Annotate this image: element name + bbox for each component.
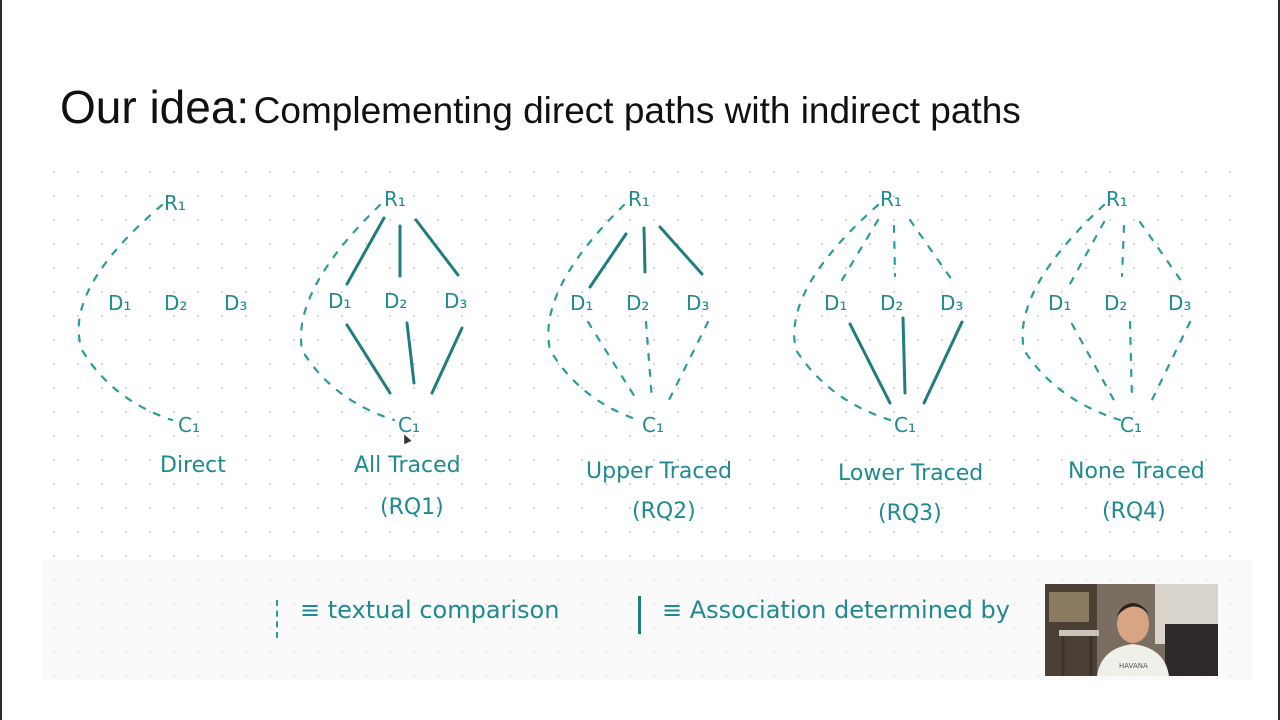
node-d2: D₂ (880, 291, 903, 315)
node-d3: D₃ (1168, 291, 1191, 315)
node-r1: R₁ (164, 191, 186, 215)
edge-r1-d3-dashed (1140, 222, 1182, 282)
edge-r1-d2 (644, 228, 645, 272)
node-d2: D₂ (626, 291, 649, 315)
node-d2: D₂ (164, 291, 187, 315)
edge-r1-d3 (416, 220, 458, 275)
diagram-rq: (RQ4) (1102, 499, 1166, 524)
node-r1: R₁ (1106, 187, 1128, 211)
legend-solid-label: ≡ Association determined by (662, 596, 1010, 624)
legend-solid-line-icon (638, 596, 641, 634)
node-d1: D₁ (824, 291, 847, 315)
edge-r1-d1 (590, 234, 626, 287)
edge-d3-c1-dashed (1150, 322, 1190, 404)
diagram-direct: R₁ D₁ D₂ D₃ C₁ Direct (79, 191, 248, 478)
diagram-lower-traced: R₁ D₁ D₂ D₃ C₁ Lower Traced (RQ3) (794, 187, 983, 526)
edge-d2-c1-dashed (1130, 322, 1132, 400)
edge-d3-c1 (924, 322, 962, 403)
diagram-caption: All Traced (354, 453, 461, 478)
node-d3: D₃ (224, 291, 247, 315)
node-c1: C₁ (398, 413, 420, 437)
diagram-all-traced: R₁ D₁ D₂ D₃ C₁ All Traced (RQ1) (301, 187, 467, 520)
edge-r1-d1-dashed (842, 220, 878, 280)
edge-d2-c1 (407, 323, 414, 383)
edge-d1-c1-dashed (1072, 324, 1116, 404)
edge-r1-d1-dashed (1070, 222, 1104, 284)
node-d2: D₂ (1104, 291, 1127, 315)
diagram-caption: Direct (160, 453, 226, 478)
edge-d3-c1-dashed (668, 322, 708, 402)
diagram-caption: Lower Traced (838, 461, 983, 486)
diagram-rq: (RQ3) (878, 501, 942, 526)
node-d3: D₃ (686, 291, 709, 315)
edge-r1-d2-dashed (894, 226, 895, 276)
node-d2: D₂ (384, 289, 407, 313)
node-r1: R₁ (628, 187, 650, 211)
node-d1: D₁ (570, 291, 593, 315)
edge-d2-c1-dashed (646, 322, 652, 400)
legend-dashed-line-icon (276, 600, 278, 638)
node-c1: C₁ (1120, 413, 1142, 437)
diagram-caption: None Traced (1068, 459, 1205, 484)
edge-r1-d3 (660, 227, 702, 274)
diagram-rq: (RQ1) (380, 495, 444, 520)
node-d1: D₁ (328, 289, 351, 313)
presenter-webcam: HAVANA (1045, 584, 1218, 676)
node-c1: C₁ (178, 413, 200, 437)
shirt-print: HAVANA (1119, 662, 1148, 670)
node-d3: D₃ (940, 291, 963, 315)
webcam-scene: HAVANA (1045, 584, 1218, 676)
edge-d3-c1 (432, 328, 462, 393)
diagram-caption: Upper Traced (586, 459, 732, 484)
diagram-none-traced: R₁ D₁ D₂ D₃ C₁ None Traced (RQ4) (1023, 187, 1205, 524)
node-d1: D₁ (1048, 291, 1071, 315)
node-r1: R₁ (880, 187, 902, 211)
node-d3: D₃ (444, 289, 467, 313)
edge-r1-d3-dashed (910, 220, 952, 280)
edge-d1-c1 (850, 324, 890, 403)
edge-d1-c1-dashed (588, 322, 638, 402)
node-d1: D₁ (108, 291, 131, 315)
edge-r1-d2-dashed (1122, 226, 1124, 276)
diagram-upper-traced: R₁ D₁ D₂ D₃ C₁ Upper Traced (RQ2) (548, 187, 732, 524)
diagram-rq: (RQ2) (632, 499, 696, 524)
node-r1: R₁ (384, 187, 406, 211)
node-c1: C₁ (642, 413, 664, 437)
legend-dashed-label: ≡ textual comparison (300, 596, 559, 624)
edge-r1-d1 (347, 218, 384, 284)
node-c1: C₁ (894, 413, 916, 437)
edge-d2-c1 (903, 318, 905, 393)
edge-d1-c1 (347, 325, 390, 393)
